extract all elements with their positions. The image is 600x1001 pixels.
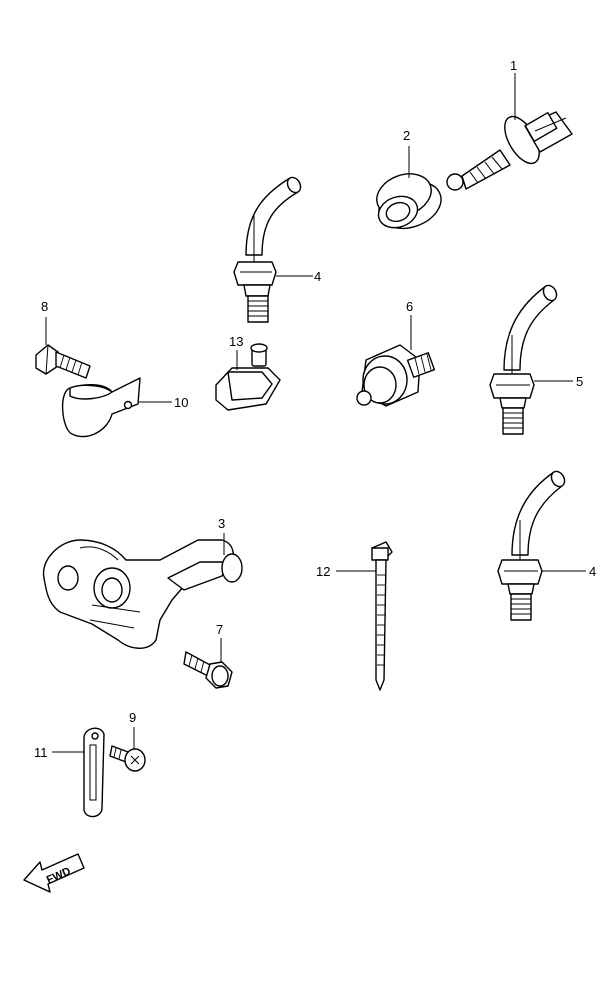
- callout-11: 11: [34, 745, 48, 760]
- callout-10: 10: [174, 395, 188, 410]
- callout-4-bottom: 4: [589, 564, 596, 579]
- callout-9: 9: [129, 710, 136, 725]
- part-13-clip: [215, 343, 281, 411]
- callout-3: 3: [218, 516, 225, 531]
- callout-13: 13: [229, 334, 243, 349]
- part-9-screw: [109, 745, 146, 772]
- part-12-cable-tie: [371, 541, 393, 691]
- part-7-bolt: [183, 651, 233, 689]
- part-10-clamp: [62, 377, 141, 438]
- callout-2: 2: [403, 128, 410, 143]
- callout-1: 1: [510, 58, 517, 73]
- part-11-strap: [83, 727, 105, 818]
- callout-8: 8: [41, 299, 48, 314]
- part-4-sender-bottom: [497, 470, 566, 621]
- callout-4-top: 4: [314, 269, 321, 284]
- callout-7: 7: [216, 622, 223, 637]
- callout-12: 12: [316, 564, 330, 579]
- part-5-sender: [489, 284, 558, 435]
- part-2-grommet: [376, 173, 442, 230]
- callout-5: 5: [576, 374, 583, 389]
- callout-6: 6: [406, 299, 413, 314]
- part-3-bracket: [42, 539, 243, 649]
- part-1-sensor: [446, 111, 573, 191]
- part-4-sender-top: [233, 176, 302, 323]
- fwd-arrow-icon: FWD: [23, 853, 85, 893]
- part-8-bolt: [35, 344, 91, 379]
- part-6-sensor: [356, 344, 436, 407]
